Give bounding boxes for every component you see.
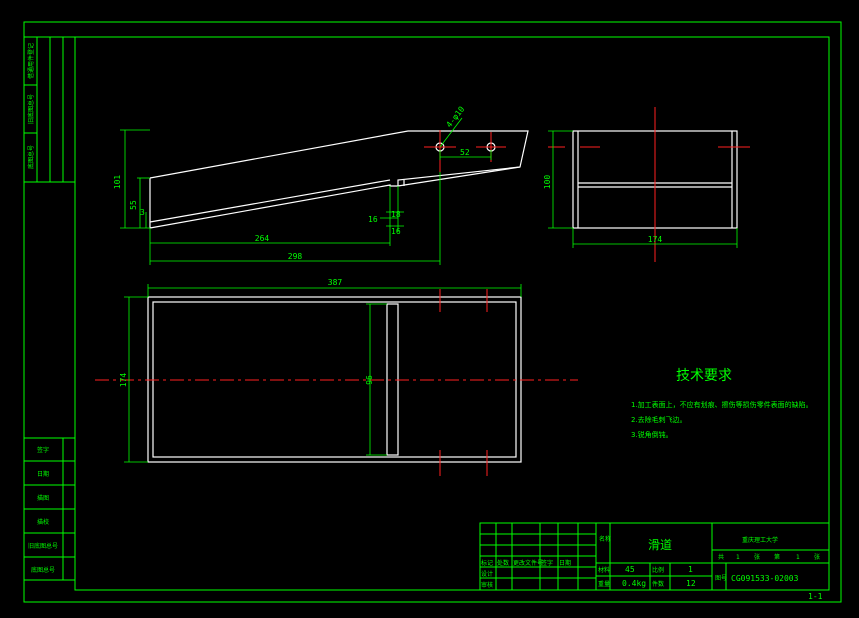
rev-header: 签字 (541, 559, 553, 567)
front-view: 4-φ10 101 55 3 16 18 16 52 264 (113, 105, 529, 265)
left-strip-top: 借通用件登记 旧底图总号 底图总号 (23, 36, 76, 183)
tech-note: 1.加工表面上，不应有划痕、擦伤等损伤零件表面的缺陷。 (631, 400, 813, 409)
dim-174-plan: 174 (119, 373, 128, 388)
label-name: 名称 (599, 535, 611, 543)
left-strip-label: 底图总号 (27, 145, 35, 169)
rev-header: 处数 (497, 559, 509, 567)
drawing-number: CG091533-02003 (731, 574, 799, 583)
sheet-info: 1 (796, 554, 800, 561)
dim-55: 55 (129, 200, 138, 210)
side-view: 100 174 (543, 107, 750, 262)
plan-view: 387 174 96 (95, 278, 578, 476)
label-material: 材料 (598, 566, 610, 574)
sheet-info: 张 (814, 553, 820, 561)
left-strip-label: 描校 (37, 518, 49, 526)
dim-264: 264 (255, 234, 270, 243)
dim-174-side: 174 (648, 235, 663, 244)
dim-3: 3 (140, 208, 145, 217)
technical-requirements: 技术要求 1.加工表面上，不应有划痕、擦伤等损伤零件表面的缺陷。 2.去除毛刺飞… (631, 368, 813, 439)
sheet-info: 张 (754, 553, 760, 561)
dim-96: 96 (364, 375, 373, 385)
sheet-info: 第 (774, 553, 780, 561)
dim-52: 52 (460, 148, 470, 157)
rev-header: 日期 (559, 559, 571, 567)
left-strip-label: 签字 (37, 446, 49, 454)
label-weight: 重量 (598, 580, 610, 588)
left-strip-label: 旧底图总号 (28, 542, 58, 550)
left-strip-label: 描图 (37, 494, 49, 502)
label-qty: 件数 (652, 580, 664, 588)
scale: 1 (688, 565, 693, 574)
dim-101: 101 (113, 175, 122, 190)
sheet-number: 1-1 (808, 592, 823, 601)
tech-title: 技术要求 (676, 368, 732, 384)
dim-18: 18 (391, 210, 401, 219)
company: 重庆理工大学 (742, 536, 778, 544)
dim-387: 387 (328, 278, 343, 287)
dim-16: 16 (391, 227, 401, 236)
material: 45 (625, 565, 635, 574)
left-strip-label: 底图总号 (31, 566, 55, 574)
label-design: 设计 (481, 570, 493, 578)
left-strip-label: 借通用件登记 (27, 43, 35, 79)
dim-100: 100 (543, 175, 552, 190)
part-name: 滑道 (648, 538, 672, 552)
left-strip-bottom: 签字 日期 描图 描校 旧底图总号 底图总号 (23, 437, 76, 581)
title-block: 标记 处数 更改文件号 签字 日期 设计 审核 名称 滑道 材料 重量 45 0… (479, 522, 830, 601)
rev-header: 更改文件号 (513, 559, 543, 567)
dim-16: 16 (368, 215, 378, 224)
left-strip-label: 日期 (37, 470, 49, 478)
weight: 0.4kg (622, 579, 646, 588)
sheet-info: 共 (718, 553, 724, 561)
rev-header: 标记 (481, 559, 493, 567)
tech-note: 3.锐角倒钝。 (631, 430, 673, 439)
tech-note: 2.去除毛刺飞边。 (631, 415, 687, 424)
label-drawno: 图号 (715, 575, 727, 582)
dim-hole: 4-φ10 (444, 105, 466, 130)
qty: 12 (686, 579, 696, 588)
left-strip-label: 旧底图总号 (27, 94, 35, 124)
dim-298: 298 (288, 252, 303, 261)
label-check: 审核 (481, 581, 493, 589)
outer-frame (23, 21, 842, 603)
inner-frame (74, 36, 830, 591)
sheet-info: 1 (736, 554, 740, 561)
label-scale: 比例 (652, 566, 664, 574)
